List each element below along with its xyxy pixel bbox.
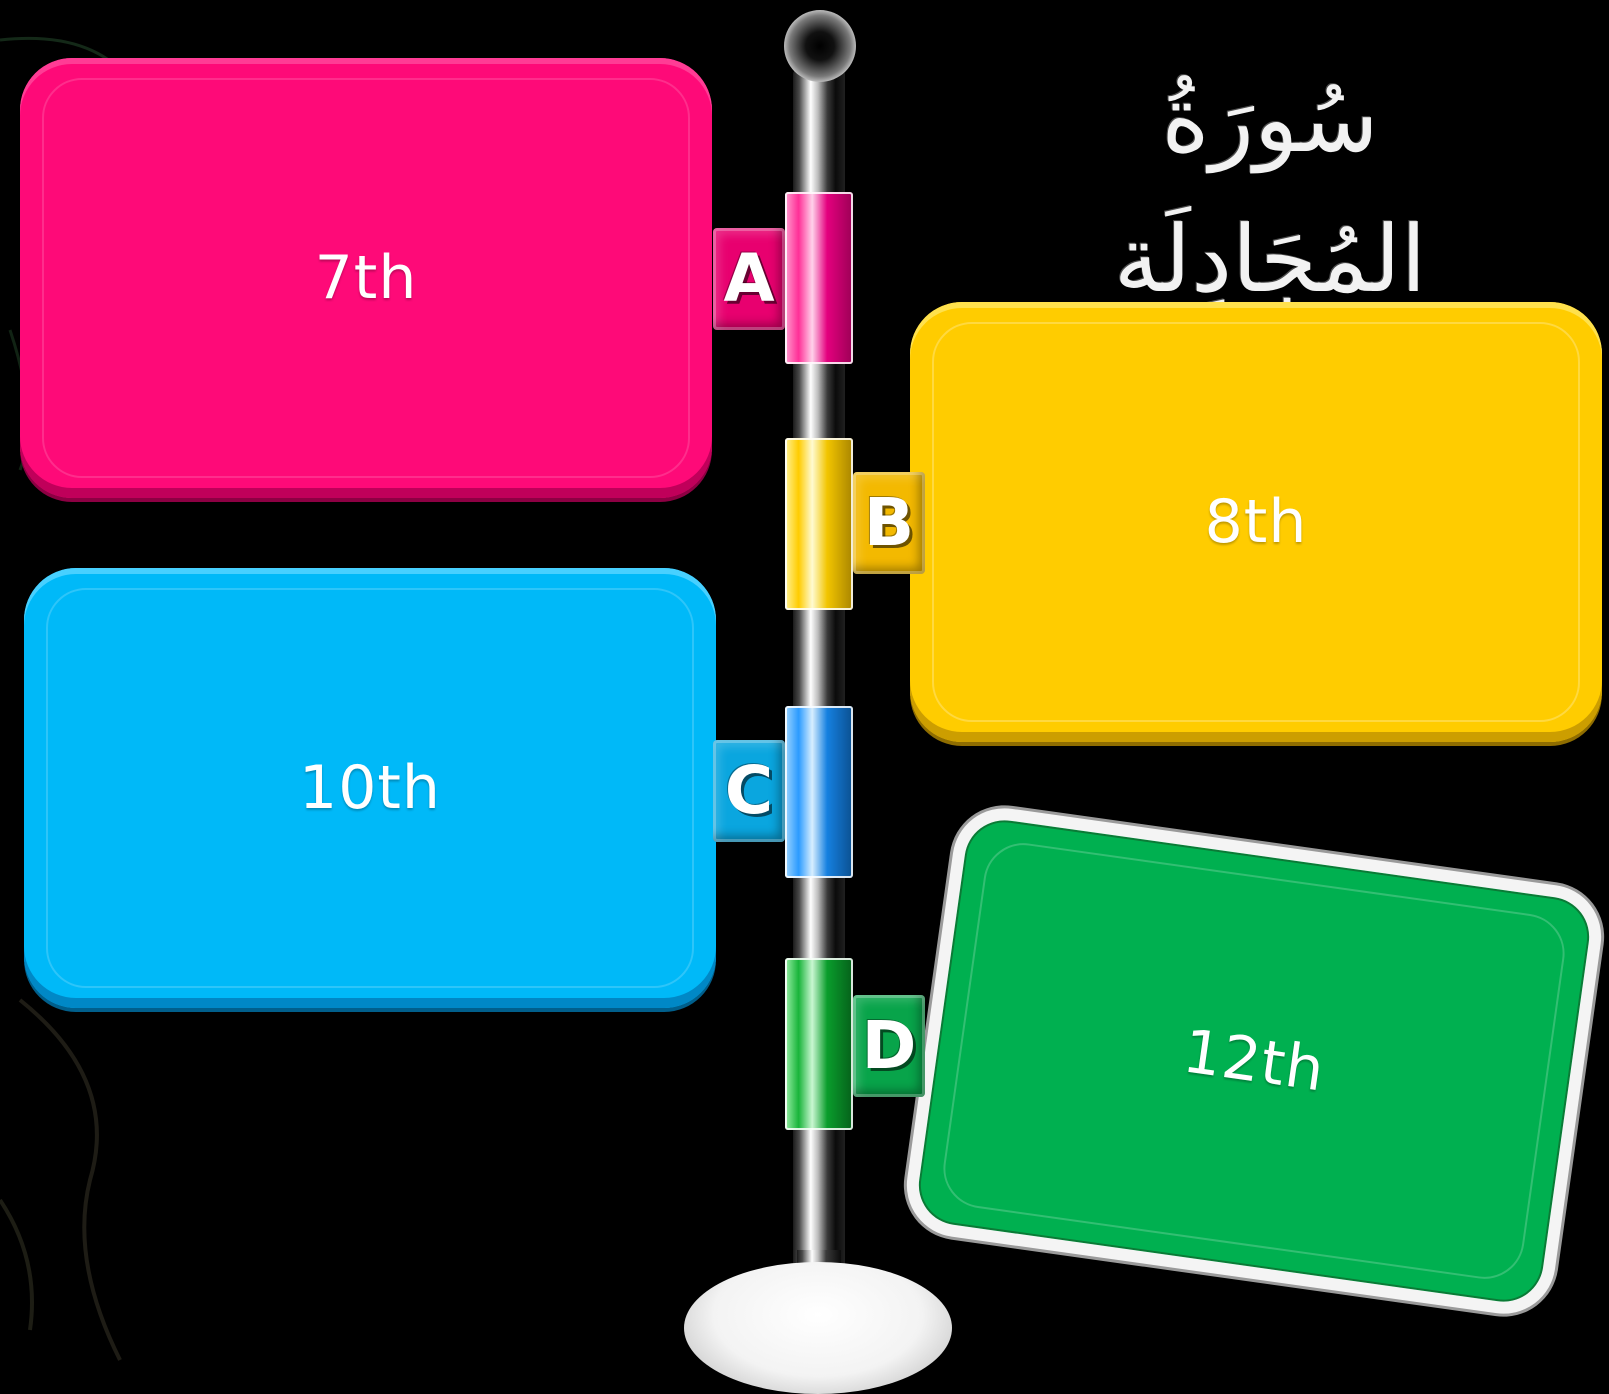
answer-board-d[interactable]: 12th <box>900 802 1608 1321</box>
pole-collar-b <box>785 438 853 610</box>
pole-collar-d <box>785 958 853 1130</box>
pole-knob <box>784 10 856 82</box>
option-letter-a[interactable]: A <box>713 228 785 330</box>
option-letter-b[interactable]: B <box>853 472 925 574</box>
pole-base <box>684 1262 952 1394</box>
decor-line <box>20 1000 120 1360</box>
answer-board-a[interactable]: 7th <box>20 58 712 498</box>
option-letter-c[interactable]: C <box>713 740 785 842</box>
answer-text-d: 12th <box>1179 1016 1329 1105</box>
pole-collar-c <box>785 706 853 878</box>
answer-board-b[interactable]: 8th <box>910 302 1602 742</box>
option-letter-d[interactable]: D <box>853 995 925 1097</box>
answer-text-a: 7th <box>315 243 418 313</box>
pole-collar-a <box>785 192 853 364</box>
surah-title: سُورَةُ المُجَادِلَة <box>1080 50 1460 190</box>
decor-line <box>0 1200 32 1330</box>
answer-text-c: 10th <box>299 753 441 823</box>
answer-text-b: 8th <box>1205 487 1308 557</box>
answer-board-c[interactable]: 10th <box>24 568 716 1008</box>
